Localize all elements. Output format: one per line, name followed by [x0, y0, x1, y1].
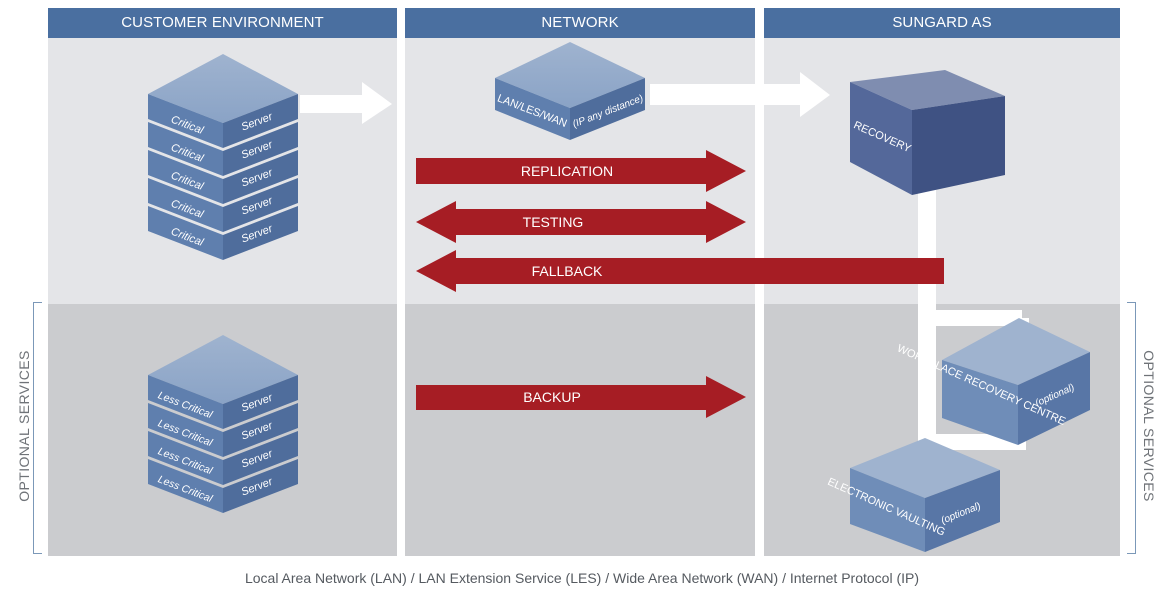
- critical-server-slab: Critical Server: [148, 206, 298, 260]
- replication-arrow: REPLICATION: [416, 150, 746, 192]
- recovery-box: RECOVERY: [850, 70, 1005, 195]
- header-network: NETWORK: [405, 8, 755, 38]
- network-box: LAN/LES/WAN (IP any distance): [495, 42, 645, 140]
- critical-server-slab: Critical Server: [148, 94, 298, 148]
- replication-label: REPLICATION: [521, 163, 613, 179]
- optional-bracket-right: [1127, 302, 1136, 554]
- white-arrow-customer-to-network: [300, 82, 392, 124]
- fallback-arrow: FALLBACK: [416, 250, 944, 292]
- fallback-label: FALLBACK: [532, 263, 603, 279]
- header-sungard-as: SUNGARD AS: [764, 8, 1120, 38]
- electronic-vaulting-box: ELECTRONIC VAULTING (optional): [826, 438, 1000, 552]
- network-band-bottom: [405, 304, 755, 556]
- critical-server-slab: Critical Server: [148, 178, 298, 232]
- header-customer-environment: CUSTOMER ENVIRONMENT: [48, 8, 397, 38]
- less-critical-server-stack: Less Critical Server Less Critical Serve…: [148, 335, 298, 513]
- white-arrow-network-to-sungard: [650, 72, 830, 117]
- footnote: Local Area Network (LAN) / LAN Extension…: [244, 570, 920, 586]
- testing-label: TESTING: [523, 214, 584, 230]
- backup-arrow: BACKUP: [416, 376, 746, 418]
- critical-server-slab: Critical Server: [148, 150, 298, 204]
- less-critical-server-slab: Less Critical Server: [148, 459, 298, 513]
- backup-label: BACKUP: [523, 389, 581, 405]
- critical-server-stack: Critical Server Critical Server Critical…: [148, 54, 298, 260]
- testing-arrow: TESTING: [416, 201, 746, 243]
- optional-bracket-left: [33, 302, 42, 554]
